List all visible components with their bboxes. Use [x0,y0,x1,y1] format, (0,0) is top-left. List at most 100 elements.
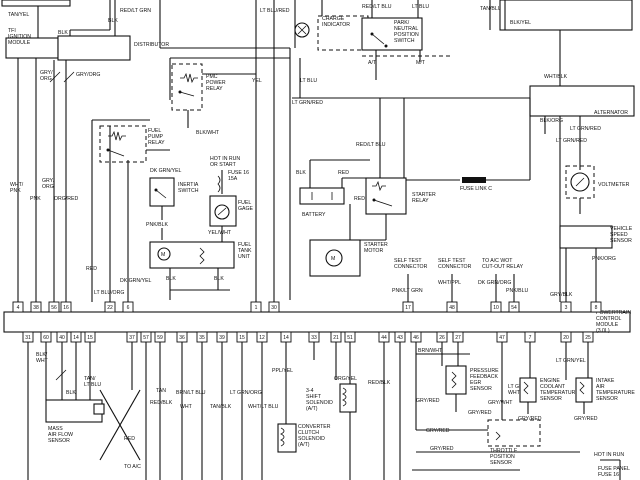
svg-text:36: 36 [179,335,185,341]
svg-text:43: 43 [397,335,403,341]
svg-text:48: 48 [449,305,455,311]
svg-text:33: 33 [311,335,317,341]
svg-text:57: 57 [143,335,149,341]
svg-text:14: 14 [283,335,289,341]
label-wht-blk: WHT/BLK [544,74,568,80]
label-red: RED [86,266,97,272]
svg-text:31: 31 [25,335,31,341]
svg-text:15: 15 [87,335,93,341]
label-wht-pnk: WHT/PNK [10,182,24,194]
label-gry-red3: GRY/RED [426,428,450,434]
svg-text:4: 4 [17,305,20,311]
svg-text:10: 10 [493,305,499,311]
label-blk2b: BLK [66,390,76,396]
resistor-icon [199,247,205,265]
label-wht: WHT [180,404,193,410]
label-gry-org: GRY/ORG [40,70,53,82]
starter-relay [365,177,407,215]
intake-air-temp-sensor [575,377,593,403]
label-lt-grn-red: LT GRN/RED [292,100,323,106]
svg-text:M: M [161,252,165,258]
svg-text:20: 20 [563,335,569,341]
label-tan-blk: TAN/BLK [210,404,232,410]
svg-text:14: 14 [73,335,79,341]
label-blk-tfi: BLK [58,30,68,36]
tps-icon [495,431,501,441]
svg-text:60: 60 [43,335,49,341]
pcm-pins-bottom: 31 60 40 14 15 37 57 59 36 35 39 15 12 1… [22,331,594,343]
label-org-red: ORG/RED [54,196,78,202]
throttle-position-sensor [487,419,541,447]
svg-text:30: 30 [271,305,277,311]
svg-text:27: 27 [455,335,461,341]
label-gry-red5: GRY/RED [574,416,598,422]
alternator [529,85,635,117]
label-pnk-org: PNK/ORG [592,256,616,262]
inertia-switch [149,177,175,207]
svg-text:25: 25 [585,335,591,341]
fuse-icon [217,175,221,193]
svg-text:26: 26 [439,335,445,341]
svg-text:59: 59 [157,335,163,341]
label-tan: TAN [156,388,166,394]
label-blk-top: BLK [108,18,118,24]
svg-text:3: 3 [565,305,568,311]
svg-text:12: 12 [259,335,265,341]
battery-icon [299,187,345,205]
label-dk-grn-yel: DK GRN/YEL [150,168,182,174]
label-red-starter: RED [354,196,365,202]
svg-text:35: 35 [199,335,205,341]
label-red-lt-blu-top: RED/LT BLU [362,4,392,10]
svg-text:7: 7 [529,335,532,341]
svg-text:54: 54 [511,305,517,311]
label-at: A/T [368,60,377,66]
label-to-ac-bottom: TO A/C [124,464,141,470]
label-lt-blu-red-top: LT BLU/RED [260,8,290,14]
svg-text:51: 51 [347,335,353,341]
engine-coolant-sensor [519,377,537,403]
label-red-bottom: RED [124,436,135,442]
label-pnk: PNK [30,196,41,202]
svg-text:1: 1 [255,305,258,311]
svg-text:46: 46 [413,335,419,341]
converter-clutch-solenoid [277,423,297,453]
label-lt-blu-org: LT BLU/ORG [94,290,124,296]
shift-solenoid-icon [342,387,347,407]
label-red-blk: RED/BLK [150,400,173,406]
label-lt-grn-red2: LT GRN/RED [570,126,601,132]
motor-icon [157,247,171,261]
label-red-bat: RED [338,170,349,176]
label-mt: M/T [416,60,426,66]
fuel-pump-relay [99,125,147,163]
svg-text:21: 21 [333,335,339,341]
iat-icon [579,381,585,395]
svg-text:22: 22 [107,305,113,311]
label-dk-grn-yel2: DK GRN/YEL [120,278,152,284]
label-org-yel: ORG/YEL [334,376,357,382]
label-gry-red: GRY/RED [416,398,440,404]
label-tan-blu-top: TAN/BLU [480,6,502,12]
starter-motor-icon [325,249,343,267]
ect-icon [523,381,529,395]
pcm-pins-top: 4 38 56 16 22 6 1 30 17 48 10 54 3 8 [12,301,602,313]
label-lt-grn-org: LT GRN/ORG [230,390,262,396]
label-tan-lt-blu: TAN/LT BLU [84,376,101,388]
label-blk-right-top: BLK/YEL [510,20,531,26]
label-gry-org2: GRY/ORG [76,72,100,78]
label-dk-grn-org: DK GRN/ORG [478,280,511,286]
label-blk-org: BLK/ORG [540,118,563,124]
